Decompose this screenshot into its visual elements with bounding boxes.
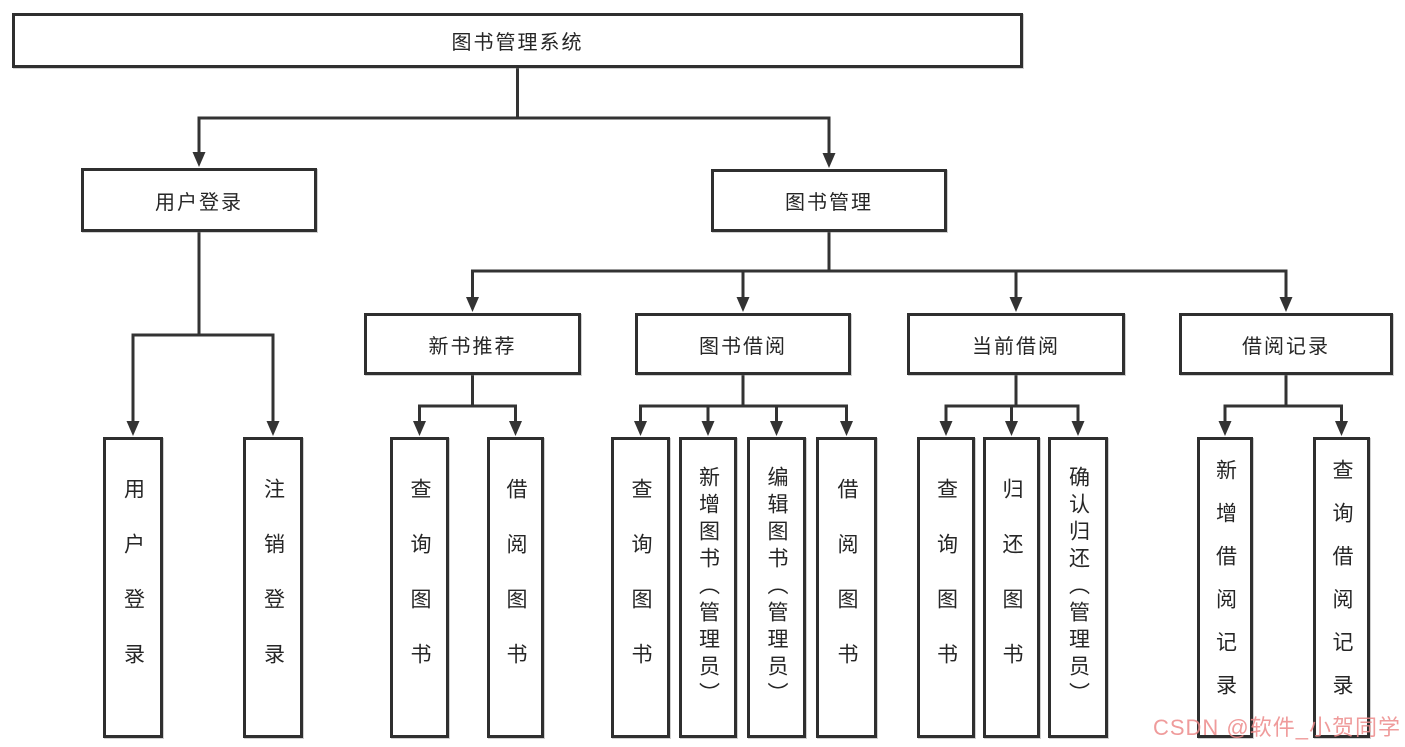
node-book-borrow: 图书借阅	[635, 313, 851, 375]
arrowhead-bb-edit	[770, 421, 783, 436]
node-label: 新增借阅记录	[1213, 458, 1237, 717]
node-label: 查询图书	[934, 477, 958, 698]
node-label: 当前借阅	[972, 335, 1060, 358]
node-br-query: 查询借阅记录	[1313, 437, 1370, 738]
node-label: 新增图书（管理员）	[696, 466, 720, 709]
node-book-mgmt: 图书管理	[711, 169, 947, 232]
node-bb-query: 查询图书	[611, 437, 670, 738]
node-bb-add: 新增图书（管理员）	[679, 437, 737, 738]
node-label: 用户登录	[155, 191, 243, 214]
arrowhead-br-add	[1218, 421, 1232, 436]
arrowhead-book-borrow	[736, 297, 750, 312]
arrowhead-nbr-query	[413, 421, 426, 436]
node-label: 借阅图书	[504, 477, 527, 698]
arrowhead-bb-add	[701, 421, 715, 436]
node-label: 图书管理	[785, 192, 873, 214]
node-label: 注销登录	[261, 477, 285, 698]
arrowhead-current-borrow	[1009, 297, 1023, 312]
node-label: 查询图书	[629, 477, 652, 698]
node-label: 确认归还（管理员）	[1066, 466, 1090, 709]
node-borrow-records: 借阅记录	[1179, 313, 1393, 375]
node-user-login: 用户登录	[81, 168, 317, 232]
node-cb-query: 查询图书	[917, 437, 975, 738]
node-label: 图书借阅	[699, 335, 787, 358]
arrowhead-nbr-borrow	[509, 421, 522, 436]
node-bb-borrow: 借阅图书	[816, 437, 877, 738]
node-nbr-query: 查询图书	[390, 437, 449, 738]
arrowhead-user-login	[192, 152, 206, 167]
node-login: 用户登录	[103, 437, 163, 738]
arrowhead-cb-return	[1005, 421, 1018, 436]
node-label: 查询图书	[408, 477, 431, 698]
arrowhead-bb-borrow	[840, 421, 853, 436]
arrowhead-login	[126, 421, 140, 436]
node-new-book-rec: 新书推荐	[364, 313, 581, 375]
arrowhead-book-mgmt	[822, 153, 836, 168]
node-label: 图书管理系统	[451, 32, 584, 54]
node-nbr-borrow: 借阅图书	[487, 437, 544, 738]
node-label: 借阅图书	[835, 477, 858, 698]
arrowhead-new-book-rec	[466, 297, 479, 312]
watermark: CSDN @软件_小贺同学	[1152, 715, 1401, 740]
node-br-add: 新增借阅记录	[1197, 437, 1253, 738]
node-label: 新书推荐	[428, 335, 517, 358]
node-current-borrow: 当前借阅	[907, 313, 1125, 375]
node-label: 借阅记录	[1242, 335, 1330, 358]
node-cb-confirm: 确认归还（管理员）	[1048, 437, 1108, 738]
arrowhead-bb-query	[634, 421, 647, 436]
arrowhead-cb-confirm	[1071, 421, 1085, 436]
node-label: 用户登录	[121, 477, 145, 698]
node-label: 归还图书	[1000, 477, 1023, 698]
node-label: 编辑图书（管理员）	[765, 466, 788, 709]
node-bb-edit: 编辑图书（管理员）	[747, 437, 806, 738]
node-root: 图书管理系统	[12, 13, 1023, 68]
arrowhead-br-query	[1335, 421, 1348, 436]
arrowhead-cb-query	[939, 421, 953, 436]
node-cb-return: 归还图书	[983, 437, 1040, 738]
node-logout: 注销登录	[243, 437, 303, 738]
arrowhead-borrow-records	[1279, 297, 1293, 312]
node-label: 查询借阅记录	[1330, 458, 1353, 717]
arrowhead-logout	[266, 421, 280, 436]
